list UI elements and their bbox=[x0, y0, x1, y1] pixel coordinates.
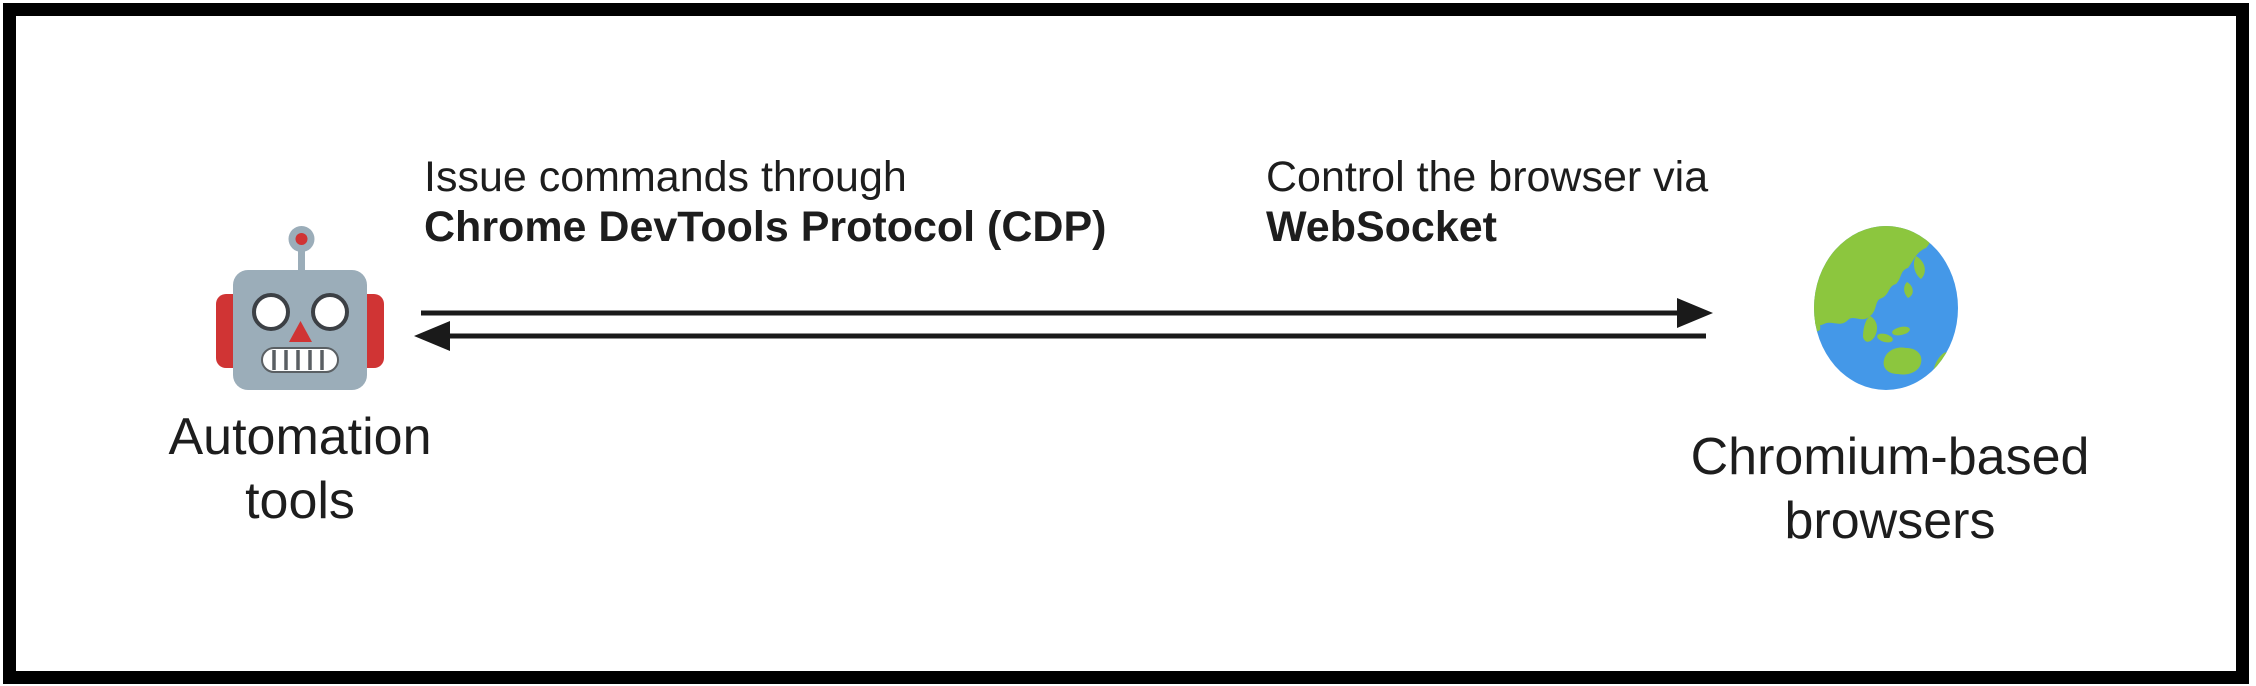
automation-tools-label-line1: Automation bbox=[168, 408, 432, 466]
forward-arrow bbox=[421, 298, 1713, 328]
automation-tools-label: Automation tools bbox=[50, 405, 550, 533]
backward-annotation: Control the browser via WebSocket bbox=[1266, 152, 1708, 252]
chromium-browsers-label-line2: browsers bbox=[1784, 492, 1996, 550]
backward-arrow bbox=[414, 321, 1706, 351]
forward-annotation-line1: Issue commands through bbox=[424, 153, 907, 201]
globe-showing-asia-australia-icon bbox=[1814, 226, 1958, 390]
backward-annotation-line1: Control the browser via bbox=[1266, 153, 1709, 201]
robot-icon bbox=[216, 226, 384, 390]
chromium-browsers-label-line1: Chromium-based bbox=[1690, 428, 2090, 486]
automation-tools-label-line2: tools bbox=[245, 472, 355, 530]
backward-annotation-line2: WebSocket bbox=[1266, 203, 1497, 251]
forward-annotation-line2: Chrome DevTools Protocol (CDP) bbox=[424, 203, 1107, 251]
forward-annotation: Issue commands through Chrome DevTools P… bbox=[424, 152, 1106, 252]
chromium-browsers-label: Chromium-based browsers bbox=[1636, 425, 2144, 553]
